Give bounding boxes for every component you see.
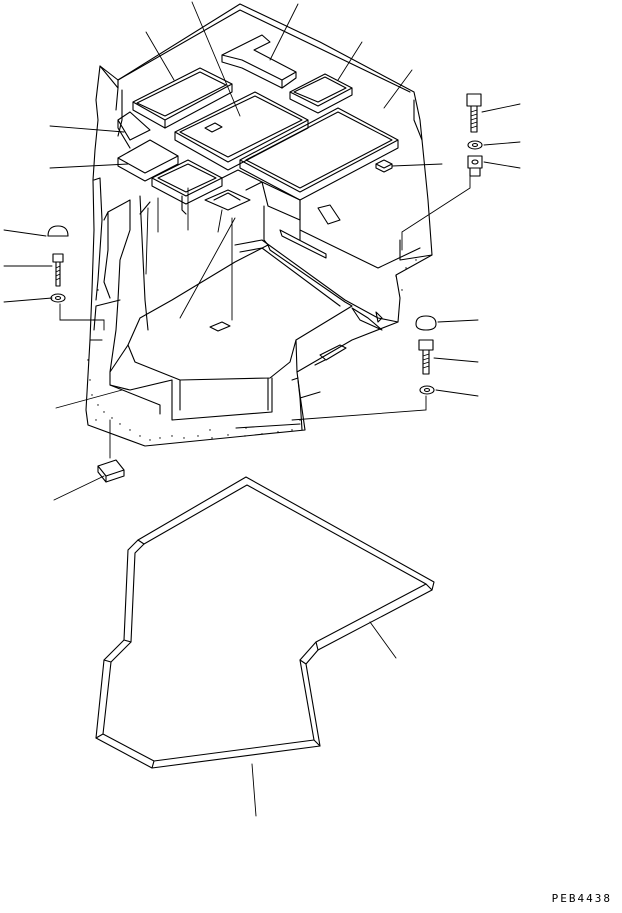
cap-right [415,315,437,331]
floor-mat-outline [85,3,433,447]
top-pad-front-left [117,139,179,182]
drawing-code: PEB4438 [551,892,612,905]
bolt-right [418,339,434,375]
bolt-top-right [466,93,482,133]
washer-left [50,293,66,303]
top-pad-center [174,91,309,171]
seal-gasket [95,476,435,769]
top-pad-notch [221,34,297,89]
floor-mat [85,3,433,447]
spacer-block [97,459,125,483]
top-pad-small [289,73,353,114]
clip-small [375,159,393,173]
washer-right [419,385,435,395]
bolt-left [52,253,64,287]
leader-lines [3,1,521,817]
washer-top-right [467,140,483,150]
top-pad-corner [117,111,151,149]
top-pad-right [239,107,399,201]
nut-top-right [467,155,483,177]
floor-recess [127,244,353,381]
foam-texture [87,259,417,441]
cap-left [47,225,69,237]
top-pad-left [132,67,233,129]
